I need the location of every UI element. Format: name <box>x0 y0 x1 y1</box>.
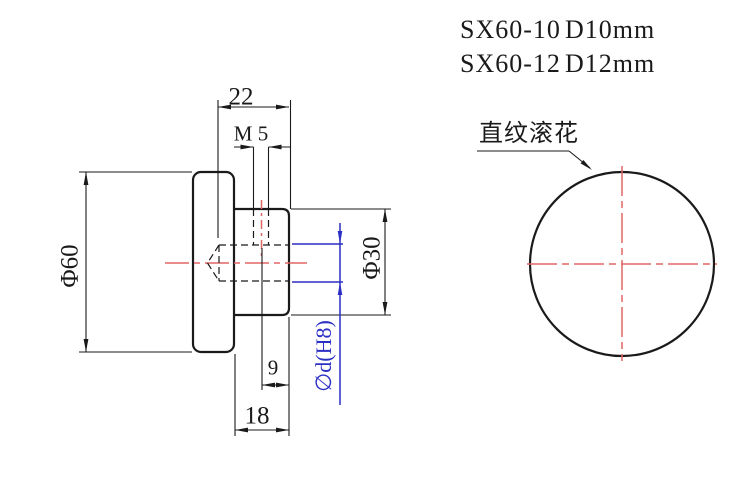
dim-phi30 <box>291 208 391 316</box>
dim-9-text: 9 <box>267 355 279 380</box>
part-outline <box>191 170 291 354</box>
knurl-label: 直纹滚花 <box>479 121 579 147</box>
model-2-shaft-size: D12mm <box>565 49 656 78</box>
dim-phi60-text: Φ60 <box>56 244 84 288</box>
drill-cone-lower-line <box>206 262 220 282</box>
model-1-code: SX60-10 <box>460 15 561 44</box>
dim-18 <box>234 354 289 436</box>
dim-18-text: 18 <box>244 402 270 430</box>
thread-hole-lines <box>252 147 270 245</box>
bore-callout-blue <box>292 223 343 405</box>
model-2-code: SX60-12 <box>460 49 561 78</box>
dim-22 <box>217 100 292 238</box>
hub-outline <box>234 207 291 317</box>
drill-cone-upper-line <box>206 244 220 264</box>
knurl-leader <box>477 150 592 170</box>
front-view <box>79 100 391 436</box>
dim-m5-text: M 5 <box>233 121 269 146</box>
dim-22-text: 22 <box>228 83 254 111</box>
dim-phi30-text: Φ30 <box>358 236 386 280</box>
dim-phi60 <box>79 171 192 353</box>
dim-9 <box>261 248 290 436</box>
dim-m5 <box>234 144 291 150</box>
disc-outline <box>191 170 236 354</box>
model-1-shaft-size: D10mm <box>565 15 656 44</box>
dim-bore-blue-text: ∅d(H8) <box>311 320 336 392</box>
face-view <box>527 166 717 361</box>
